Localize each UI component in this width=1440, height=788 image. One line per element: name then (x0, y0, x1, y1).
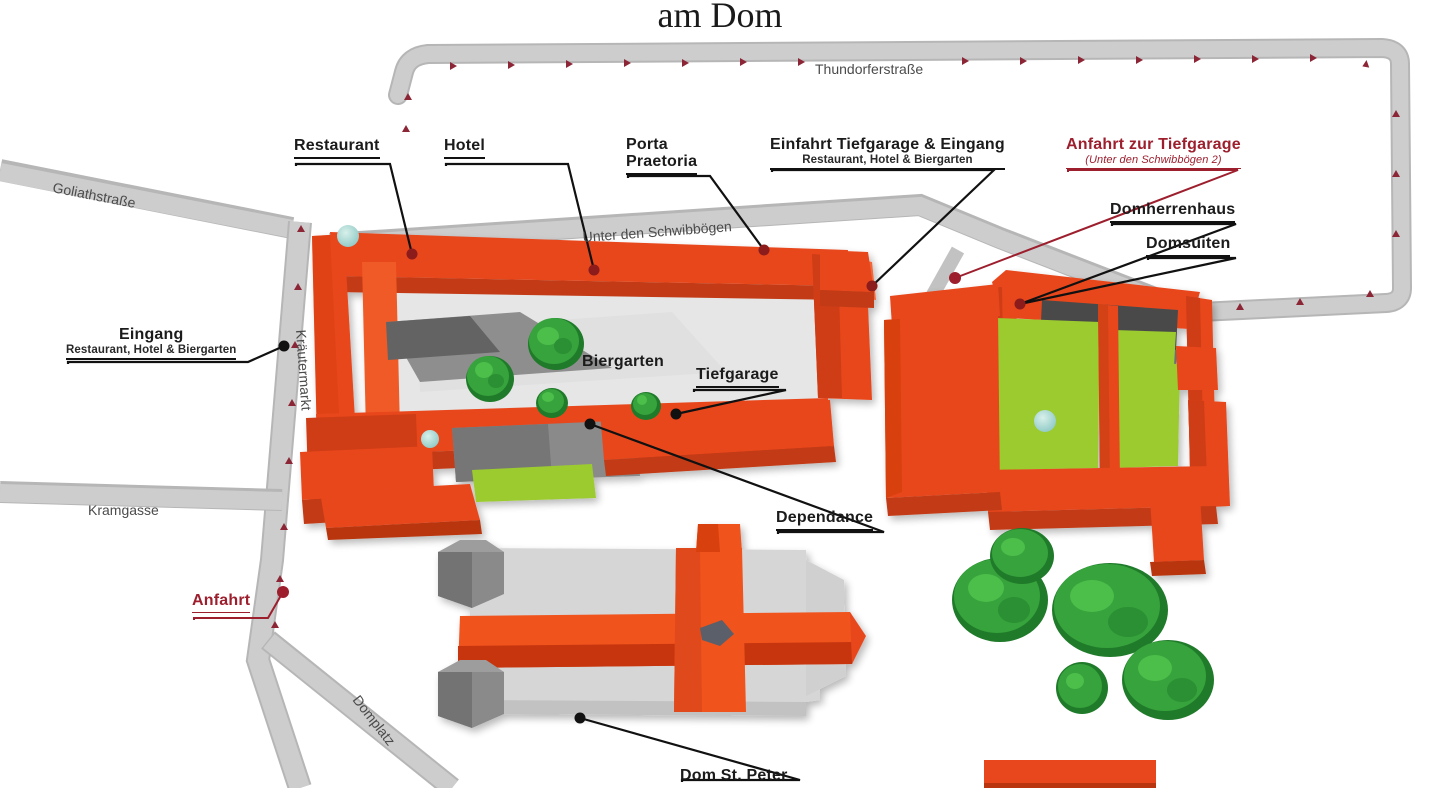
dom-st-peter-building (438, 524, 866, 728)
label-hotel: Hotel (444, 137, 485, 159)
label-restaurant: Restaurant (294, 137, 380, 159)
hotel-restaurant-block (300, 232, 876, 540)
label-hotel-text: Hotel (444, 137, 485, 159)
label-eingang-text: Eingang (118, 326, 184, 343)
leader-endpoints (277, 244, 1026, 724)
label-porta-praetoria: Porta Praetoria (626, 136, 698, 175)
pond-icon (1034, 410, 1056, 432)
label-anfahrt-zur-tiefgarage: Anfahrt zur Tiefgarage (Unter den Schwib… (1066, 136, 1241, 169)
page-title: am Dom (657, 0, 783, 35)
label-anfahrt-zur-tiefgarage-text: Anfahrt zur Tiefgarage (1066, 136, 1241, 153)
label-domsuiten-text: Domsuiten (1146, 235, 1231, 257)
label-porta-praetoria-line2: Praetoria (626, 153, 698, 175)
label-porta-praetoria-line1: Porta (626, 136, 668, 153)
label-tiefgarage-text: Tiefgarage (696, 366, 779, 388)
label-domherrenhaus: Domherrenhaus (1110, 201, 1236, 223)
pond-icon (421, 430, 439, 448)
label-anfahrt-text: Anfahrt (192, 592, 251, 613)
domherrenhaus-domsuiten-block (884, 270, 1230, 576)
label-dependance: Dependance (776, 509, 874, 531)
label-domherrenhaus-text: Domherrenhaus (1110, 201, 1236, 223)
label-restaurant-text: Restaurant (294, 137, 380, 159)
label-dom-st-peter-text: Dom St. Peter (680, 767, 788, 784)
roads (0, 38, 1412, 788)
label-einfahrt-tiefgarage-text: Einfahrt Tiefgarage & Eingang (770, 136, 1005, 153)
label-dom-st-peter: Dom St. Peter (680, 767, 788, 785)
leader-lines-red (193, 169, 1239, 620)
label-anfahrt-zur-tiefgarage-sub: (Unter den Schwibbögen 2) (1066, 154, 1241, 169)
legend-red-block (984, 760, 1156, 788)
label-biergarten-text: Biergarten (582, 353, 665, 370)
street-label-kraeutermarkt: Kräutermarkt (293, 329, 315, 411)
label-biergarten: Biergarten (582, 353, 665, 371)
label-domsuiten: Domsuiten (1146, 235, 1231, 257)
road-direction-arrows (271, 54, 1400, 628)
street-label-thundorferstrasse: Thundorferstraße (815, 61, 923, 77)
label-einfahrt-tiefgarage: Einfahrt Tiefgarage & Eingang Restaurant… (770, 136, 1005, 171)
label-einfahrt-tiefgarage-sub: Restaurant, Hotel & Biergarten (770, 154, 1005, 171)
label-dependance-text: Dependance (776, 509, 874, 531)
label-eingang-sub: Restaurant, Hotel & Biergarten (66, 344, 237, 361)
trees (466, 318, 1214, 720)
label-eingang: Eingang Restaurant, Hotel & Biergarten (66, 326, 237, 361)
label-anfahrt: Anfahrt (192, 592, 251, 613)
pond-icon (337, 225, 359, 247)
street-label-kramgasse: Kramgasse (88, 502, 159, 518)
label-tiefgarage: Tiefgarage (696, 366, 779, 388)
